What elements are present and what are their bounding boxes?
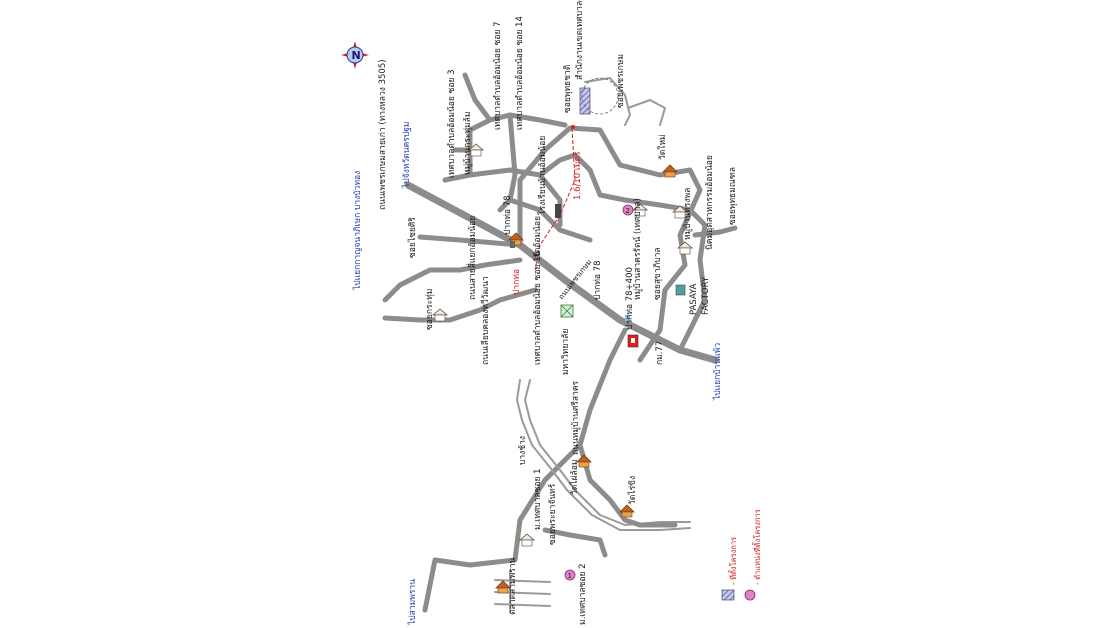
legend-meeting-swatch (744, 589, 756, 601)
lower-right-road (542, 527, 608, 558)
label-school-building: โรงเรียนบ้านอ้อมน้อย (537, 136, 548, 215)
lower-branch-road (577, 442, 678, 528)
label-soi-chaisiri: ซอยไชยศิริ (407, 217, 418, 258)
left-lower-road (382, 257, 523, 303)
label-to-bang-phli: ไปสามพราน (407, 579, 418, 626)
legend-project-label: - ที่ตั้งโครงการ (728, 537, 738, 585)
right-vertical-road (692, 225, 738, 238)
label-tambon-soi-7: เทศบาลตำบลอ้อมน้อย ซอย 7 (492, 21, 503, 130)
canal-parallel (516, 379, 691, 531)
label-soi-kanchana-2: ม.เทศบาลซอย 2 (578, 563, 588, 625)
bottom-village-road-3 (494, 603, 551, 607)
label-tambon-soi-14: เทศบาลตำบลอ้อมน้อย ซอย 14 (514, 16, 525, 130)
label-soi-phet-kasem: ซอยเพชรเกษม (616, 54, 626, 108)
label-soi-phutthamonthon: ซอยพุทธมณฑล (728, 167, 738, 225)
label-bang-khae-road: ถนนเลียบคลองทวีวัฒนา (480, 276, 491, 365)
left-branch-road (417, 234, 523, 248)
label-to-ban-phaeo: ไปแยกบ้านแพ้ว (712, 343, 723, 401)
upper-grid-road-3 (497, 112, 518, 213)
left-loop-road (382, 287, 538, 323)
label-wat-phai-lom: วัดไผ่ล้อม (569, 460, 580, 495)
pasaya-factory-icon (675, 284, 686, 296)
road-network (382, 72, 738, 613)
label-km-78-mid: ปากท่อ 78 (593, 260, 603, 300)
shop-icon-window (631, 338, 635, 343)
project-area-ring (581, 77, 619, 115)
school-icon (676, 241, 694, 255)
label-krathum-lom: หมู่บ้านกระทุ่มล้ม (462, 112, 473, 175)
legend-project-swatch (721, 589, 735, 601)
legend-meeting-label: - ตำแหน่งที่ตั้งโครงการ (752, 509, 762, 585)
school-icon (467, 143, 485, 157)
office-building-icon (555, 204, 561, 218)
label-pasaya-factory-1: PASAYA (689, 283, 699, 315)
label-wat-om-noi: วัดอ้อมน้อย (532, 216, 543, 258)
label-ban-phong: หมู่บ้านทรงพล (682, 188, 693, 240)
factory-road (622, 197, 708, 353)
project-access-road (584, 77, 631, 126)
svg-text:1: 1 (568, 572, 572, 580)
mid-road (507, 197, 593, 243)
map-labels: ไปแยกกาญจนาภิเษก บางบัวทอง ไปจังหวัดนครป… (352, 0, 738, 626)
main-highway (404, 181, 719, 364)
project-red-dot (571, 125, 575, 129)
secondary-highway (422, 327, 628, 613)
label-four-lane-road: ถนนสายสี่แยกอ้อมน้อย (466, 216, 478, 300)
label-market: ตลาดสามพราน (508, 557, 518, 615)
small-building-icon (625, 315, 630, 321)
bottom-village-road-1 (494, 579, 551, 583)
label-soi-krathum: ซอยกระทุ่ม (425, 289, 435, 330)
label-highway-km: ปากท่อ (512, 269, 522, 295)
upper-left-road (467, 112, 568, 178)
temple-icon (576, 454, 592, 468)
school-icon (431, 308, 449, 322)
marker-2: 2 (622, 204, 634, 216)
label-to-nakhon-pathom: ไปจังหวัดนครปฐม (401, 122, 412, 189)
marker-1: 1 (564, 569, 576, 581)
label-distance: 1.6/10 เมตร (573, 151, 583, 200)
temple-icon (662, 164, 678, 178)
label-central-office: สำนักงานเขตเทศบาลตำบลไทรน้อย (574, 0, 585, 80)
school-icon (518, 533, 536, 547)
temple-icon (495, 580, 511, 594)
label-soi-phutthachart: ซอยพุทธชาติ (563, 65, 573, 113)
label-ban-sakhon: หมู่บ้านสาครรัตน์ (เทศบาล) (632, 198, 643, 300)
label-bang-chang: บางช้าง (517, 436, 528, 465)
small-building-icon (510, 241, 515, 248)
university-icon-cross (560, 304, 574, 318)
label-rural-road-3505: ถนนเพชรเกษมสายเก่า (ทางหลวง 3505) (378, 59, 388, 210)
upper-grid-road-4 (442, 172, 473, 183)
label-tambon-soi-16: เทศบาลตำบลอ้อมน้อย ซอย 16 (532, 251, 543, 365)
label-to-bangkok-stream: นิคมอุตสาหกรรมอ้อมน้อย (704, 155, 715, 250)
label-soi-sri-sakhon: ถนนหมู่บ้านศรีสาคร (570, 380, 581, 455)
label-km-78-top: ปากท่อ 78 (503, 195, 513, 235)
label-km-77: กม.77 (655, 341, 665, 365)
label-soi-phraya-chan: ซอยพระยาจันทร์ (547, 483, 558, 545)
school-icon (631, 203, 649, 217)
label-soi-sukhaphiban: ซอยสุขาภิบาล (653, 247, 663, 300)
school-icon (671, 205, 689, 219)
center-connector (537, 152, 628, 203)
label-pasaya-factory-2: FACTORY (701, 276, 711, 315)
label-soi-kanchana-1: ม.เทศบาลซอย 1 (533, 468, 543, 530)
label-university: มหาวิทยาลัย (561, 329, 571, 375)
project-bottom-road (627, 99, 666, 126)
label-wat-rai-khing: วัดไร่ขิง (627, 476, 638, 505)
upper-road-ext (462, 72, 493, 123)
legend: - ที่ตั้งโครงการ - ตำแหน่งที่ตั้งโครงการ (721, 509, 762, 601)
project-area (579, 87, 591, 115)
label-km-78-400: ปากท่อ 78+400 (625, 267, 635, 330)
compass-letter: N (352, 49, 361, 62)
svg-text:2: 2 (626, 207, 630, 215)
label-wat-mai: วัดใหม่ (657, 134, 668, 160)
temple-icon (619, 504, 635, 518)
label-to-kanchanaburi: ไปแยกกาญจนาภิเษก บางบัวทอง (352, 171, 363, 291)
compass-rose-icon: N (341, 41, 369, 69)
label-tambon-soi-3: เทศบาลตำบลอ้อมน้อย ซอย 3 (446, 69, 457, 178)
